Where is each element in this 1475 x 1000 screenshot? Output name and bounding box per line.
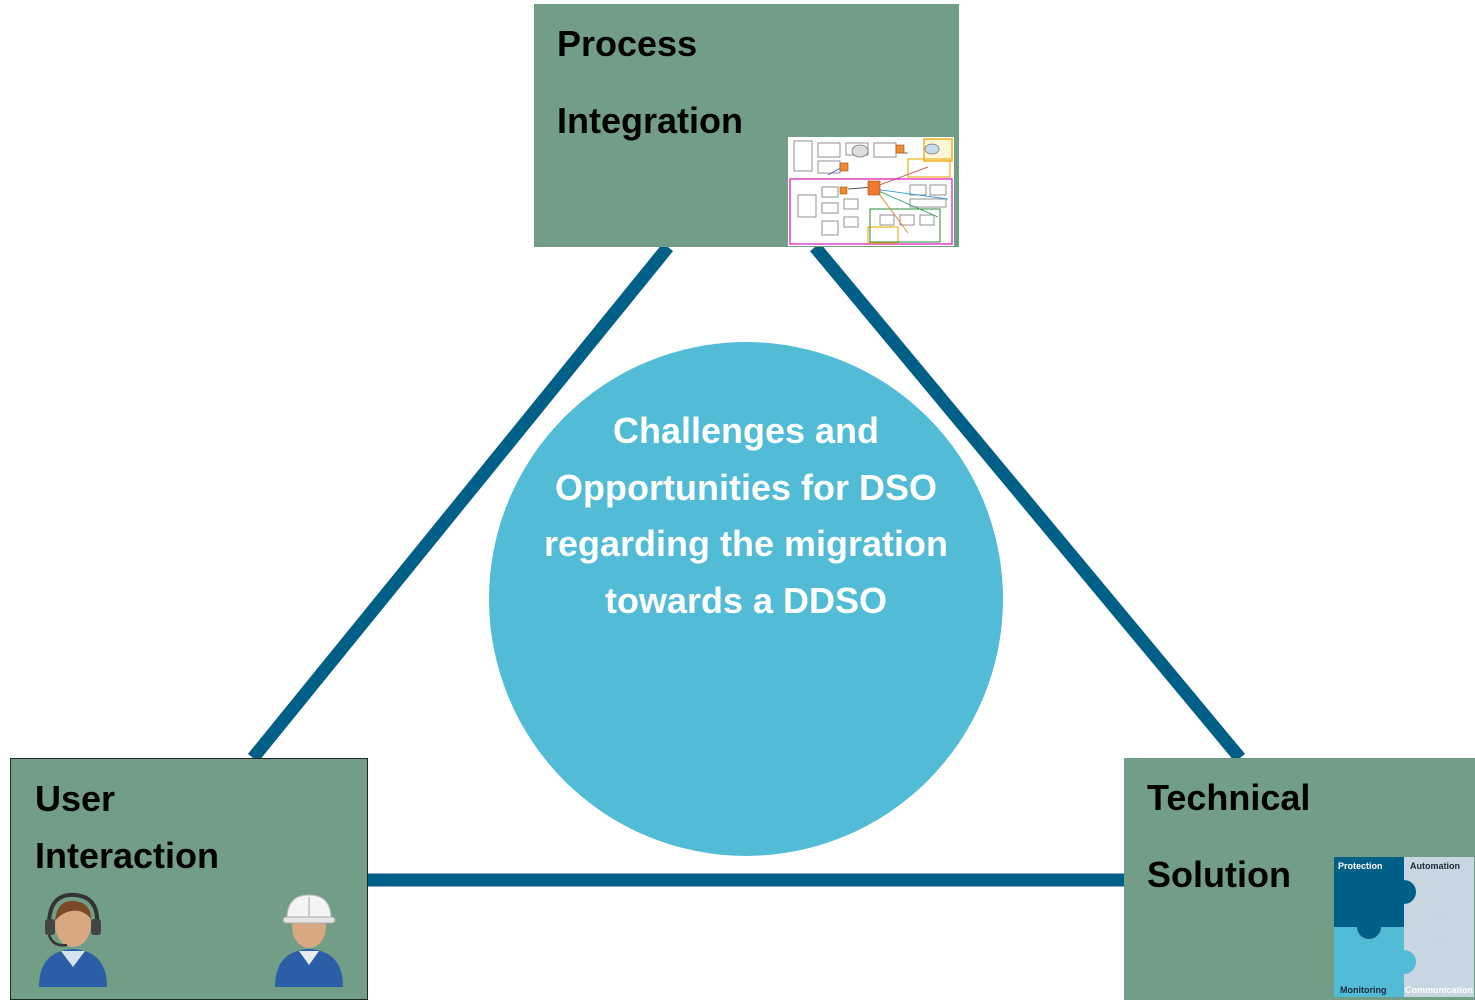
edge-top-left	[247, 242, 674, 763]
field-worker-icon	[275, 894, 343, 987]
user-interaction-title-line2: Interaction	[35, 835, 220, 876]
process-integration-title-line2: Integration	[557, 100, 743, 141]
puzzle-label-communication: Communication	[1405, 985, 1473, 995]
technical-solution-node: Technical Solution Protection Automation…	[1124, 758, 1475, 1000]
process-diagram-thumbnail	[788, 137, 954, 246]
edge-top-right	[810, 242, 1245, 763]
puzzle-label-monitoring: Monitoring	[1340, 985, 1387, 995]
puzzle-label-automation: Automation	[1410, 861, 1460, 871]
process-integration-title-line1: Process	[557, 23, 698, 64]
technical-solution-title-line1: Technical	[1147, 777, 1311, 818]
center-circle	[489, 342, 1003, 856]
puzzle-icon: Protection Automation Monitoring Communi…	[1334, 857, 1474, 997]
user-interaction-title-line1: User	[35, 778, 116, 819]
user-interaction-node: User Interaction	[10, 758, 368, 1000]
headset-operator-icon	[39, 892, 107, 987]
technical-solution-title-line2: Solution	[1147, 854, 1291, 895]
process-integration-node: Process Integration	[534, 4, 959, 247]
puzzle-label-protection: Protection	[1338, 861, 1383, 871]
center-circle-text: Challenges and Opportunities for DSO reg…	[543, 410, 949, 621]
